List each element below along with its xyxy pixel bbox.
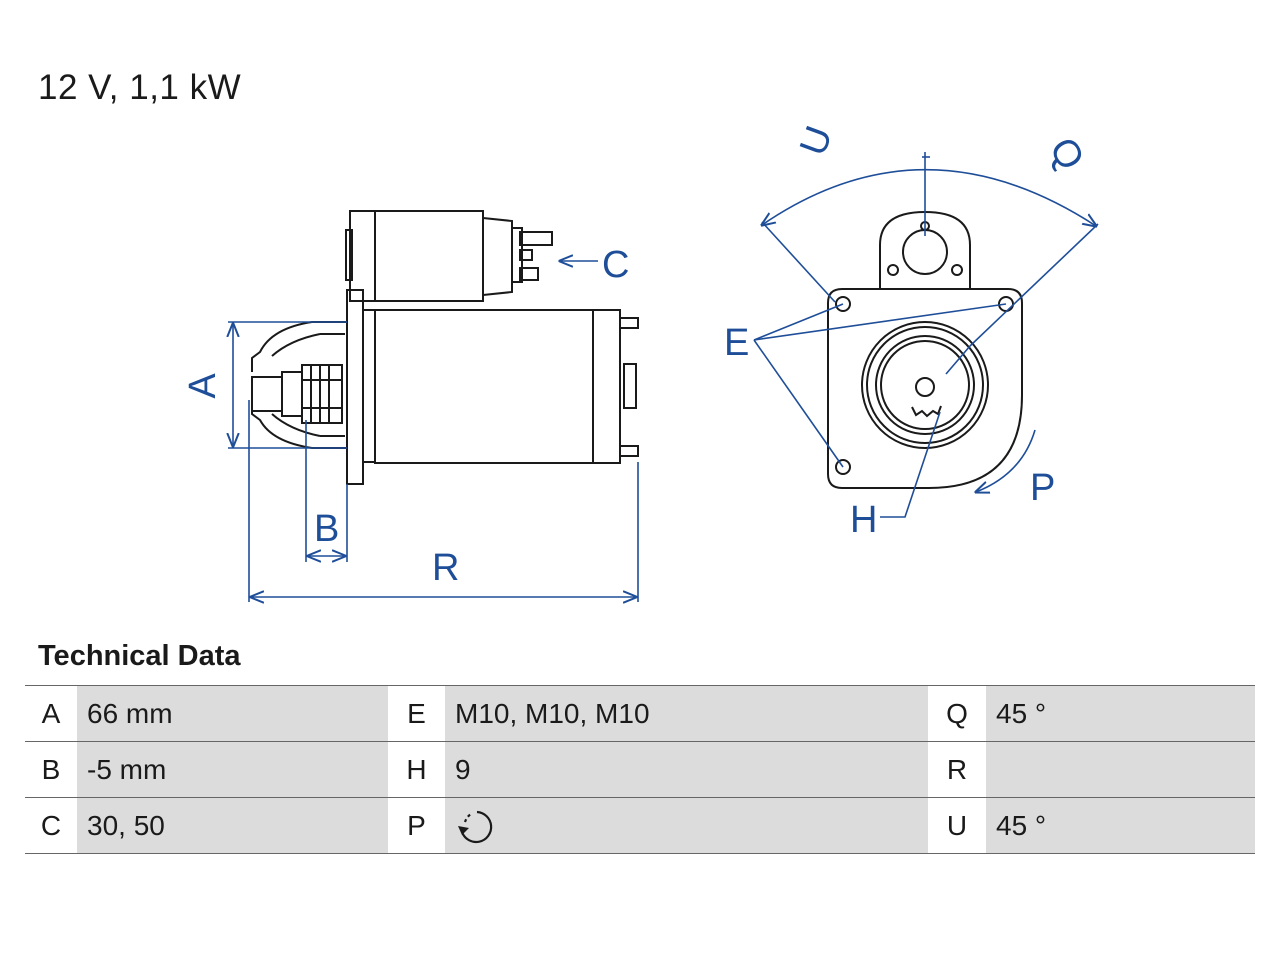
- side-view: [251, 210, 639, 485]
- value-q: 45 °: [986, 686, 1255, 741]
- key-h: H: [388, 742, 445, 797]
- value-u: 45 °: [986, 798, 1255, 853]
- key-p: P: [388, 798, 445, 853]
- key-u: U: [928, 798, 986, 853]
- key-a: A: [25, 686, 77, 741]
- table-row: C 30, 50 P U 45 °: [25, 798, 1255, 854]
- product-title: 12 V, 1,1 kW: [38, 68, 242, 107]
- key-b: B: [25, 742, 77, 797]
- key-e: E: [388, 686, 445, 741]
- front-view-dimensions: [753, 152, 1098, 518]
- label-b: B: [314, 508, 339, 550]
- drawing-labels: A C B R U Q E H P: [182, 121, 1092, 589]
- table-row: B -5 mm H 9 R: [25, 742, 1255, 798]
- clockwise-rotation-icon: [458, 810, 493, 843]
- table-row: A 66 mm E M10, M10, M10 Q 45 °: [25, 686, 1255, 742]
- label-q: Q: [1041, 131, 1092, 178]
- label-h: H: [850, 499, 877, 541]
- label-r: R: [432, 547, 459, 589]
- value-r: [986, 742, 1255, 797]
- value-b: -5 mm: [77, 742, 388, 797]
- value-p: [445, 798, 928, 853]
- label-u: U: [792, 121, 841, 161]
- value-a: 66 mm: [77, 686, 388, 741]
- technical-data-table: A 66 mm E M10, M10, M10 Q 45 ° B -5 mm H…: [25, 685, 1255, 854]
- technical-data-title: Technical Data: [38, 640, 241, 672]
- front-view: [827, 210, 1023, 489]
- label-a: A: [182, 373, 224, 399]
- key-r: R: [928, 742, 986, 797]
- key-c: C: [25, 798, 77, 853]
- side-view-dimensions: [228, 261, 639, 602]
- value-c: 30, 50: [77, 798, 388, 853]
- label-e: E: [724, 322, 749, 364]
- label-p: P: [1030, 467, 1055, 509]
- technical-drawing: A C B R U Q E H P: [182, 121, 1280, 620]
- label-c: C: [602, 244, 629, 286]
- value-h: 9: [445, 742, 928, 797]
- value-e: M10, M10, M10: [445, 686, 928, 741]
- key-q: Q: [928, 686, 986, 741]
